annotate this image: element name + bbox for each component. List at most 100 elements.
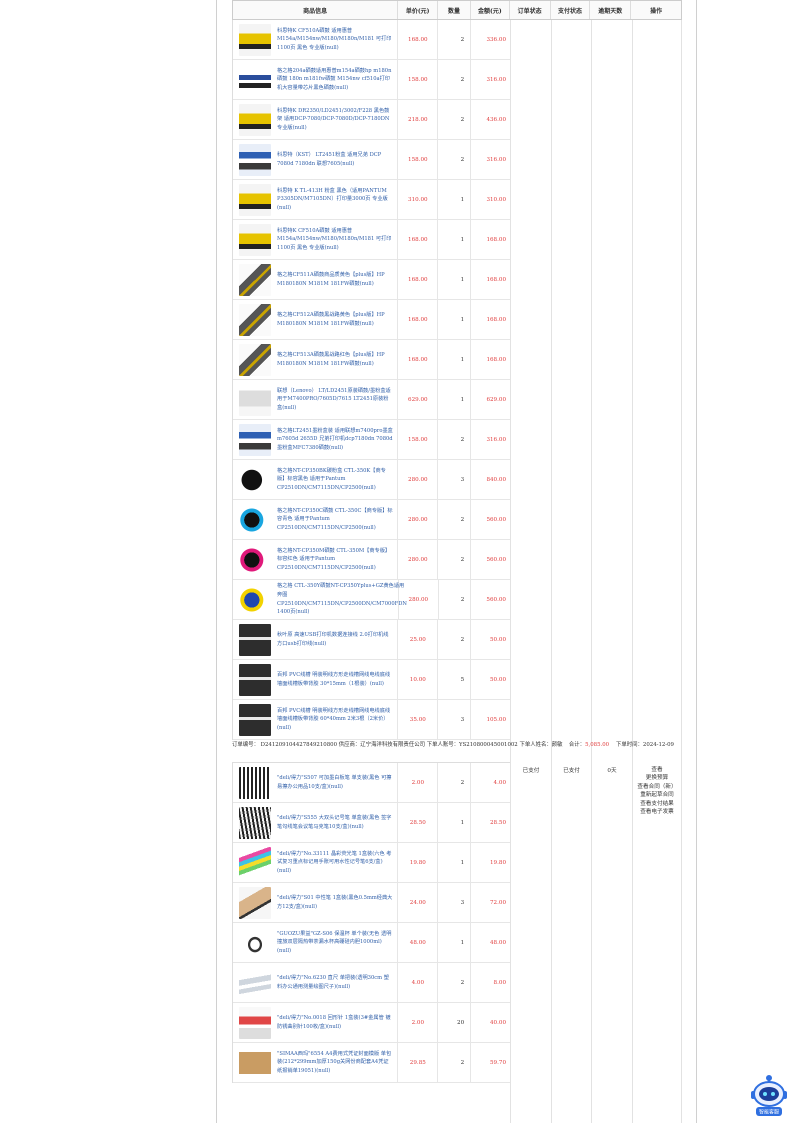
amount: 4.00 (493, 779, 507, 786)
table-row: 科思特K CF510A硒鼓 适用惠普M154a/M154nw/M180/M180… (233, 220, 510, 260)
order-1-items: 科思特K CF510A硒鼓 适用惠普M154a/M154nw/M180/M180… (232, 20, 510, 740)
drum-unit-icon[interactable] (239, 103, 271, 136)
toner-cartridge-icon[interactable] (239, 543, 271, 576)
unit-price: 28.50 (398, 803, 439, 842)
toner-cartridge-icon[interactable] (239, 583, 271, 616)
product-name-link[interactable]: "deli/得力"S555 大双头记号笔 单盒装(黑色 签字笔勾线笔会议笔马克笔… (277, 814, 392, 830)
product-name-link[interactable]: 格之格CF512A硒鼓黑战路黄色【plus版】HP M180180N M181M… (277, 311, 385, 327)
product-name-link[interactable]: 格之格NT-CP350BK碳粉盒 CTL-350K【商专版】标容黑色 适用于Pa… (277, 467, 386, 491)
product-name-link[interactable]: 格之格CF513A硒鼓黑战路红色【plus版】HP M180180N M181M… (277, 351, 385, 367)
quantity: 3 (438, 460, 472, 499)
ruler-icon[interactable] (239, 966, 271, 999)
toner-cartridge-icon[interactable] (239, 223, 271, 256)
toner-box-icon[interactable] (239, 423, 271, 456)
paper-clip-icon[interactable] (239, 1006, 271, 1039)
assistant-label: 智能客服 (759, 1109, 779, 1116)
toner-cartridge-icon[interactable] (239, 63, 271, 96)
col-unit-price: 单价(元) (398, 1, 439, 19)
divider (551, 20, 552, 1123)
toner-cartridge-icon[interactable] (239, 303, 271, 336)
toner-cartridge-icon[interactable] (239, 23, 271, 56)
unit-price: 24.00 (398, 883, 439, 922)
product-name-link[interactable]: 秋叶原 高速USB打印机数据连接线 2.0打印机线 方口usb打印线(null) (277, 631, 389, 647)
toner-box-icon[interactable] (239, 143, 271, 176)
product-name-link[interactable]: "GUOZU果益"GZ-S06 保温杯 单个装(无色 透明撞旅双层隔热带茶漏水杯… (277, 930, 392, 954)
product-name-link[interactable]: 格之格CF511A硒鼓商品质黄色【plus版】HP M180180N M181M… (277, 271, 385, 287)
product-name-link[interactable]: "deli/得力"No.6230 直尺 单把装(透明30cm 塑料办公通用测量绘… (277, 974, 389, 990)
unit-price: 2.00 (398, 1003, 439, 1042)
quantity: 2 (438, 963, 472, 1002)
robot-assistant-icon[interactable]: 智能客服 (748, 1072, 790, 1118)
product-info-cell: 格之格CF511A硒鼓商品质黄色【plus版】HP M180180N M181M… (233, 260, 399, 299)
toner-cartridge-icon[interactable] (239, 263, 271, 296)
cable-trough-icon[interactable] (239, 663, 271, 696)
table-header: 商品信息 单价(元) 数量 金额(元) 订单状态 支付状态 逾期天数 操作 (232, 0, 682, 20)
marker-pen-icon[interactable] (239, 806, 271, 839)
highlighter-icon[interactable] (239, 846, 271, 879)
change-budget-link[interactable]: 更换预算 (645, 775, 669, 782)
product-name-link[interactable]: "deli/得力"S507 可加墨白板笔 单支装(黑色 可擦易擦办公用品10支/… (277, 774, 392, 790)
amount: 168.00 (486, 276, 507, 283)
table-row: 科思特K CF510A硒鼓 适用惠普M154a/M154nw/M180/M180… (233, 20, 510, 60)
view-contract-link[interactable]: 查看合同（新） (637, 783, 677, 790)
product-name-link[interactable]: 科思特K CF510A硒鼓 适用惠普M154a/M154nw/M180/M180… (277, 227, 392, 251)
product-name-link[interactable]: 百邦 PVC线槽 明装明线方形走线槽网线电线底线墙面线槽板带背胶 30*15mm… (277, 671, 391, 687)
product-name-link[interactable]: 格之格204a硒鼓适用惠普m154a硒鼓hp m180n硒鼓 180n m181… (277, 67, 392, 91)
amount: 8.00 (493, 979, 507, 986)
amount: 840.00 (486, 476, 507, 483)
product-name-link[interactable]: 百邦 PVC线槽 明装明线方形走线槽网线电线底线墙面线槽板带背胶 60*40mm… (277, 707, 391, 731)
toner-box-icon[interactable] (239, 383, 271, 416)
product-info-cell: 科思特 K TL-413H 粉盒 黑色（适用PANTUM P3305DN/M71… (233, 180, 399, 219)
product-name-link[interactable]: 联想（Lenovo） LT/LD2451原装硒鼓/墨粉盒适用于M7400PRO/… (277, 387, 391, 411)
view-e-invoice-link[interactable]: 查看电子发票 (640, 809, 674, 816)
toner-cartridge-icon[interactable] (239, 183, 271, 216)
product-name-link[interactable]: 科思特K CF510A硒鼓 适用惠普M154a/M154nw/M180/M180… (277, 27, 392, 51)
view-payment-result-link[interactable]: 查看支付结果 (640, 800, 674, 807)
product-name-link[interactable]: 格之格LT2451墨粉盒装 适用联想m7400pro墨盒 m7605d 2655… (277, 427, 393, 451)
quantity: 2 (438, 1043, 472, 1082)
amount: 560.00 (486, 516, 507, 523)
product-name-link[interactable]: 格之格 CTL-350Y硒鼓NT-CP350Yplus+GZ黄色适用奔图 CP2… (277, 583, 407, 616)
voucher-cover-icon[interactable] (239, 1046, 271, 1079)
amount: 168.00 (486, 316, 507, 323)
thermos-bottle-icon[interactable] (239, 926, 271, 959)
order-info-text: 订单编号： D241209104427849210800 供应商：辽宁海洋科技有… (232, 742, 563, 748)
product-name-link[interactable]: 科思特 K TL-413H 粉盒 黑色（适用PANTUM P3305DN/M71… (277, 187, 388, 211)
table-row: 格之格NT-CP350C硒鼓 CTL-350C【商专版】标容青色 适用于Pant… (233, 500, 510, 540)
amount: 28.50 (490, 819, 507, 826)
quantity: 2 (438, 100, 472, 139)
table-row: 百邦 PVC线槽 明装明线方形走线槽网线电线底线墙面线槽板带背胶 60*40mm… (233, 700, 510, 740)
cable-trough-icon[interactable] (239, 703, 271, 736)
quantity: 2 (438, 500, 472, 539)
product-name-link[interactable]: "deli/得力"S01 中性笔 1盒装(黑色0.5mm经典大方12支/盒)(n… (277, 894, 393, 910)
table-row: "deli/得力"No.33111 晶彩荧光笔 1盒装(六色 考试复习重点标记用… (233, 843, 510, 883)
usb-cable-icon[interactable] (239, 623, 271, 656)
product-name-link[interactable]: 格之格NT-CP350M硒鼓 CTL-350M【商专版】标容红色 适用于Pant… (277, 547, 391, 571)
product-info-cell: 科思特（KST） LT2451粉盒 适用兄弟 DCP 7080d 7180dn … (233, 140, 399, 179)
toner-cartridge-icon[interactable] (239, 463, 271, 496)
product-name-link[interactable]: "deli/得力"No.33111 晶彩荧光笔 1盒装(六色 考试复习重点标记用… (277, 850, 392, 874)
redraft-contract-link[interactable]: 重新起草合同 (640, 792, 674, 799)
table-row: 格之格204a硒鼓适用惠普m154a硒鼓hp m180n硒鼓 180n m181… (233, 60, 510, 100)
unit-price: 35.00 (398, 700, 439, 739)
product-name-link[interactable]: 科思特K DR2350/LD2451/3002/F228 黑色鼓架 适用DCP-… (277, 107, 390, 131)
unit-price: 10.00 (398, 660, 439, 699)
table-row: "GUOZU果益"GZ-S06 保温杯 单个装(无色 透明撞旅双层隔热带茶漏水杯… (233, 923, 510, 963)
view-link[interactable]: 查看 (651, 767, 663, 773)
product-info-cell: "deli/得力"S01 中性笔 1盒装(黑色0.5mm经典大方12支/盒)(n… (233, 883, 399, 922)
divider (681, 20, 682, 1123)
toner-cartridge-icon[interactable] (239, 503, 271, 536)
table-row: 科思特 K TL-413H 粉盒 黑色（适用PANTUM P3305DN/M71… (233, 180, 510, 220)
unit-price: 168.00 (398, 220, 439, 259)
product-name-link[interactable]: 格之格NT-CP350C硒鼓 CTL-350C【商专版】标容青色 适用于Pant… (277, 507, 393, 531)
unit-price: 158.00 (398, 140, 439, 179)
table-row: 格之格LT2451墨粉盒装 适用联想m7400pro墨盒 m7605d 2655… (233, 420, 510, 460)
unit-price: 310.00 (398, 180, 439, 219)
product-name-link[interactable]: "SIMAA西玛"6554 A4费用式凭证封面模版 单包装(212*299mm加… (277, 1050, 392, 1074)
gel-pen-icon[interactable] (239, 886, 271, 919)
quantity: 2 (438, 140, 472, 179)
toner-cartridge-icon[interactable] (239, 343, 271, 376)
whiteboard-marker-icon[interactable] (239, 766, 271, 799)
product-name-link[interactable]: "deli/得力"No.0018 回形针 1盒装(3#金属管 镀防锈曲别针100… (277, 1014, 391, 1030)
product-name-link[interactable]: 科思特（KST） LT2451粉盒 适用兄弟 DCP 7080d 7180dn … (277, 151, 382, 167)
